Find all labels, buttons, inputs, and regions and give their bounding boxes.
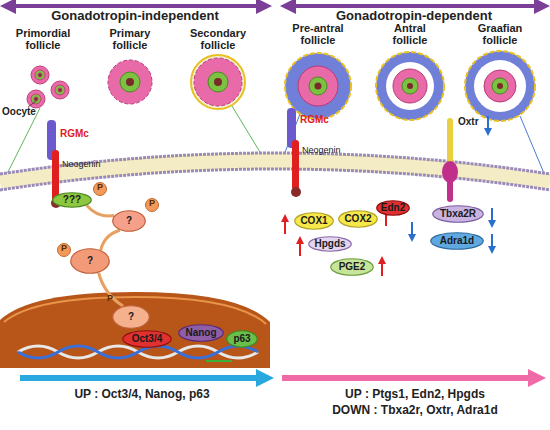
node-text: p63 bbox=[233, 334, 250, 344]
receptor-oval: Adra1d bbox=[430, 232, 484, 250]
node-shape bbox=[123, 331, 172, 348]
follicle-name: Primordial follicle bbox=[10, 27, 76, 51]
node-shape bbox=[71, 249, 110, 274]
prostaglandin-oval: PGE2 bbox=[330, 258, 374, 276]
node-shape bbox=[339, 211, 378, 228]
receptor-label: RGMc bbox=[300, 114, 340, 125]
phospho-mark: P bbox=[58, 244, 70, 254]
signal-link bbox=[87, 205, 115, 216]
unknown-protein: ? bbox=[70, 248, 110, 274]
phase-heading: Gonadotropin-independent bbox=[10, 9, 260, 23]
follicle-name: Secondary follicle bbox=[184, 27, 252, 51]
node-shape bbox=[433, 206, 484, 223]
node-text: PGE2 bbox=[339, 262, 366, 272]
unknown-protein: ? bbox=[112, 305, 150, 329]
node-shape bbox=[331, 259, 374, 276]
node-text: Oct3/4 bbox=[132, 334, 163, 344]
node-text: COX1 bbox=[300, 216, 327, 226]
ligand-oval: Edn2 bbox=[376, 200, 410, 216]
receptor-label: RGMc bbox=[60, 128, 100, 139]
follicle-name: Primary follicle bbox=[98, 27, 162, 51]
node-shape bbox=[377, 201, 410, 216]
node-text: ? bbox=[87, 256, 93, 266]
node-text: Tbxa2R bbox=[440, 209, 476, 219]
enzyme-oval: Hpgds bbox=[308, 236, 352, 252]
node-shape bbox=[179, 325, 224, 342]
signal-link bbox=[99, 273, 123, 306]
node-shape bbox=[227, 331, 258, 348]
node-shape bbox=[53, 193, 92, 208]
node-text: ? bbox=[128, 312, 134, 322]
regulation-summary: UP : Ptgs1, Edn2, Hpgds bbox=[290, 388, 540, 401]
regulation-summary: UP : Oct3/4, Nanog, p63 bbox=[14, 388, 270, 401]
phospho-mark: P bbox=[146, 199, 158, 209]
receptor-oval: Tbxa2R bbox=[432, 205, 484, 223]
node-text: COX2 bbox=[344, 214, 371, 224]
phospho-mark: P bbox=[104, 294, 116, 304]
receptor-label: Neogenin bbox=[62, 160, 122, 170]
node-shape bbox=[431, 233, 484, 250]
phase-heading: Gonadotropin-dependent bbox=[288, 9, 540, 23]
node-text: Nanog bbox=[185, 328, 216, 338]
node-text: Hpgds bbox=[314, 239, 345, 249]
transcription-factor: Nanog bbox=[178, 324, 224, 342]
node-text: ??? bbox=[63, 195, 81, 205]
node-text: Adra1d bbox=[440, 236, 474, 246]
follicle-name: Antral follicle bbox=[378, 22, 442, 46]
signal-link bbox=[101, 230, 120, 250]
node-shape bbox=[309, 237, 352, 252]
enzyme-oval: COX2 bbox=[338, 210, 378, 228]
node-text: ? bbox=[126, 216, 132, 226]
regulation-summary: DOWN : Tbxa2r, Oxtr, Adra1d bbox=[290, 404, 540, 417]
part-label: Oocyte bbox=[2, 106, 52, 117]
transcription-factor: Oct3/4 bbox=[122, 330, 172, 348]
phospho-mark: P bbox=[94, 183, 106, 193]
receptor-label: Oxtr bbox=[458, 116, 488, 127]
node-shape bbox=[113, 211, 146, 232]
unknown-protein: ? bbox=[112, 210, 146, 232]
node-text: Edn2 bbox=[381, 203, 405, 213]
follicle-name: Pre-antral follicle bbox=[284, 22, 352, 46]
follicle-name: Graafian follicle bbox=[466, 22, 534, 46]
node-shape bbox=[113, 306, 150, 329]
receptor-label: Neogenin bbox=[302, 146, 362, 156]
node-shape bbox=[295, 213, 334, 230]
enzyme-oval: COX1 bbox=[294, 212, 334, 230]
unknown-kinase: ??? bbox=[52, 192, 92, 208]
transcription-factor: p63 bbox=[226, 330, 258, 348]
